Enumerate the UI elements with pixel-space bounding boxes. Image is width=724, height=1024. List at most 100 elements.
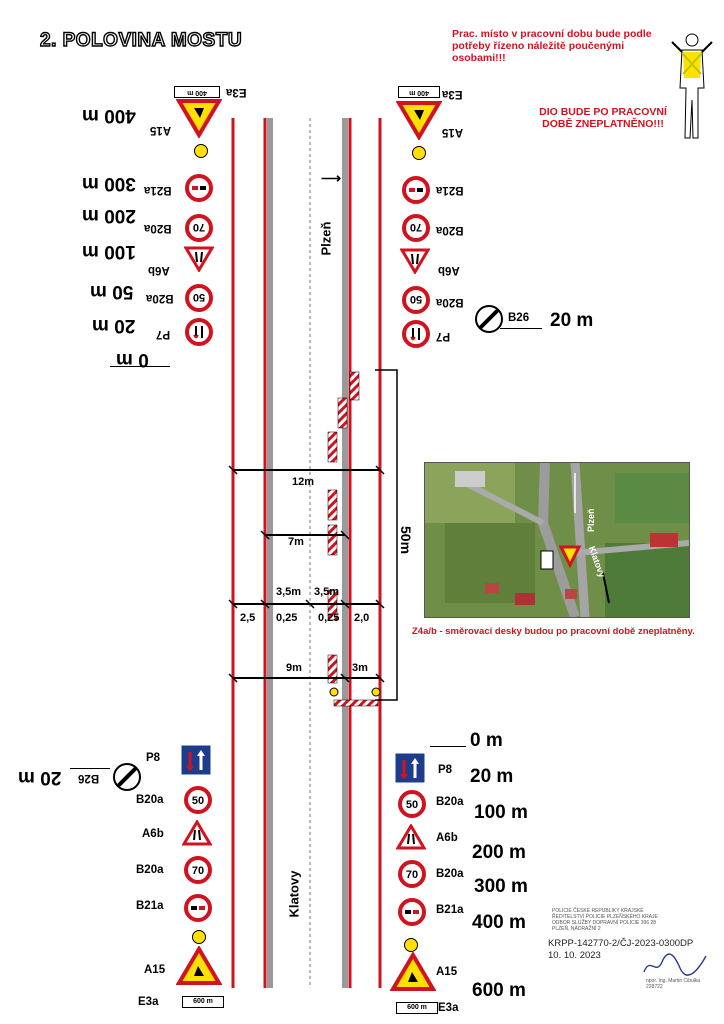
dist-300: 300 m [82, 173, 136, 194]
dist-200: 200 m [82, 205, 136, 226]
b20a-70-icon-bl: 70 [184, 856, 212, 884]
b21a-icon-right [402, 176, 430, 204]
code-b20a-50-right: B20a [436, 296, 464, 308]
code-b20a-70-br: B20a [436, 868, 464, 880]
a15-roadworks-icon-br [390, 952, 436, 991]
warning-lamp-icon [194, 144, 208, 158]
code-a6b-right: A6b [438, 264, 460, 276]
dist-20-bottom: 20 m [470, 766, 514, 787]
dist-400: 400 m [82, 105, 136, 126]
code-b20a-50: B20a [146, 292, 174, 304]
a6b-icon-br [396, 824, 426, 850]
a15-roadworks-icon-right [396, 101, 442, 140]
warning-lamp-icon-bl [192, 930, 206, 944]
direction-plzen: Plzeň [318, 221, 334, 256]
dist-600-bottom: 600 m [472, 980, 526, 1001]
code-p7: P7 [156, 328, 171, 340]
b26-end-restriction-icon-bottom [113, 763, 141, 791]
code-e3a-br: E3a [438, 1002, 459, 1014]
e3a-plate-right: 400 m [398, 86, 440, 98]
a15-roadworks-icon-bl [176, 946, 222, 985]
worker-note: Prac. místo v pracovní dobu bude podle p… [452, 28, 652, 64]
bottom-left-signs: P8 B20a 50 A6b B20a 70 B21a A15 [130, 742, 230, 1012]
svg-text:70: 70 [193, 221, 205, 233]
code-e3a-right: E3a [442, 88, 463, 100]
warning-lamp-icon-right [412, 146, 426, 160]
code-a6b-br: A6b [436, 832, 458, 844]
code-e3a-bl: E3a [138, 996, 159, 1008]
b20a-70-icon-br: 70 [398, 860, 426, 888]
dist-20: 20 m [92, 315, 136, 336]
code-b21a-right: B21a [436, 184, 464, 196]
svg-text:50: 50 [193, 291, 205, 303]
p8-priority-icon-right [394, 752, 426, 784]
svg-text:70: 70 [192, 865, 204, 877]
reference-number: KRPP-142770-2/ČJ-2023-0300DP 10. 10. 202… [548, 938, 693, 962]
worker-figure-icon [671, 33, 713, 139]
dim-0-25-right: 0,25 [318, 612, 340, 624]
code-a15-right: A15 [442, 126, 464, 138]
svg-text:70: 70 [410, 221, 422, 233]
photo-dir-plzen: Plzeň [586, 508, 596, 532]
top-left-signs: 400 m E3a A15 400 m B21a 300 m 70 B20a 2… [80, 80, 246, 370]
b20a-speed-70-icon: 70 [185, 214, 213, 242]
p8-priority-icon-left [180, 744, 212, 776]
code-e3a: E3a [226, 86, 247, 98]
dim-12m: 12m [292, 476, 315, 488]
reference-code: KRPP-142770-2/ČJ-2023-0300DP [548, 938, 694, 949]
warning-lamp-icon-br [404, 938, 418, 952]
code-a6b-bl: A6b [142, 828, 164, 840]
aerial-photo: Plzeň Klatovy [424, 462, 690, 618]
dist-0-bottom: 0 m [470, 730, 503, 751]
b20a-70-icon-right: 70 [402, 214, 430, 242]
b26-top-line [500, 328, 542, 329]
top-right-signs: 400 m E3a A15 B21a 70 B20a A6b 50 B20a [390, 86, 470, 366]
dist-50: 50 m [90, 281, 134, 302]
dim-7m: 7m [288, 536, 304, 548]
signature-icon [643, 953, 707, 976]
a6b-icon-right [400, 248, 430, 274]
dim-3-5m-left: 3,5m [276, 586, 302, 598]
code-b26-bottom: B26 [78, 772, 100, 784]
dist-100-bottom: 100 m [474, 802, 528, 823]
code-b21a-br: B21a [436, 904, 464, 916]
dist-100: 100 m [82, 241, 136, 262]
code-p8-right: P8 [438, 764, 453, 776]
p7-icon-right [402, 320, 430, 348]
e3a-plate-br: 600 m [396, 1002, 438, 1014]
z4-note: Z4a/b - směrovací desky budou po pracovn… [412, 626, 695, 637]
zero-line-bottom [430, 746, 466, 747]
dim-3m: 3m [352, 662, 368, 674]
code-b20a-70: B20a [144, 222, 172, 234]
svg-text:50: 50 [410, 293, 422, 305]
zero-line [110, 366, 170, 367]
signature-name: npor. Ing. Martin Cibulka 228722 [646, 978, 701, 990]
dim-0-25-left: 0,25 [276, 612, 298, 624]
dim-9m: 9m [286, 662, 302, 674]
dist-200-bottom: 200 m [472, 842, 526, 863]
dim-2-5: 2,5 [240, 612, 256, 624]
a6b-road-narrows-icon [184, 246, 214, 272]
code-a15-br: A15 [436, 966, 458, 978]
a15-roadworks-icon [176, 99, 222, 138]
dist-400-bottom: 400 m [472, 912, 526, 933]
dim-2-0: 2,0 [354, 612, 370, 624]
code-b21a: B21a [144, 184, 172, 196]
svg-text:70: 70 [406, 869, 418, 881]
code-a6b: A6b [148, 264, 170, 276]
code-b26-top: B26 [508, 312, 530, 324]
dim-50m: 50m [398, 526, 414, 555]
dim-3-5m-right: 3,5m [314, 586, 340, 598]
reference-date: 10. 10. 2023 [548, 950, 601, 961]
p7-priority-oncoming-icon [185, 318, 213, 346]
code-b20a-50-br: B20a [436, 796, 464, 808]
svg-text:50: 50 [192, 795, 204, 807]
b21a-icon-bl [184, 894, 212, 922]
photo-dir-klatovy: Klatovy [586, 544, 608, 579]
a6b-icon-bl [182, 820, 212, 846]
dist-b26-top: 20 m [550, 310, 594, 331]
svg-text:50: 50 [406, 799, 418, 811]
road [231, 118, 382, 988]
code-b20a-70-bl: B20a [136, 864, 164, 876]
